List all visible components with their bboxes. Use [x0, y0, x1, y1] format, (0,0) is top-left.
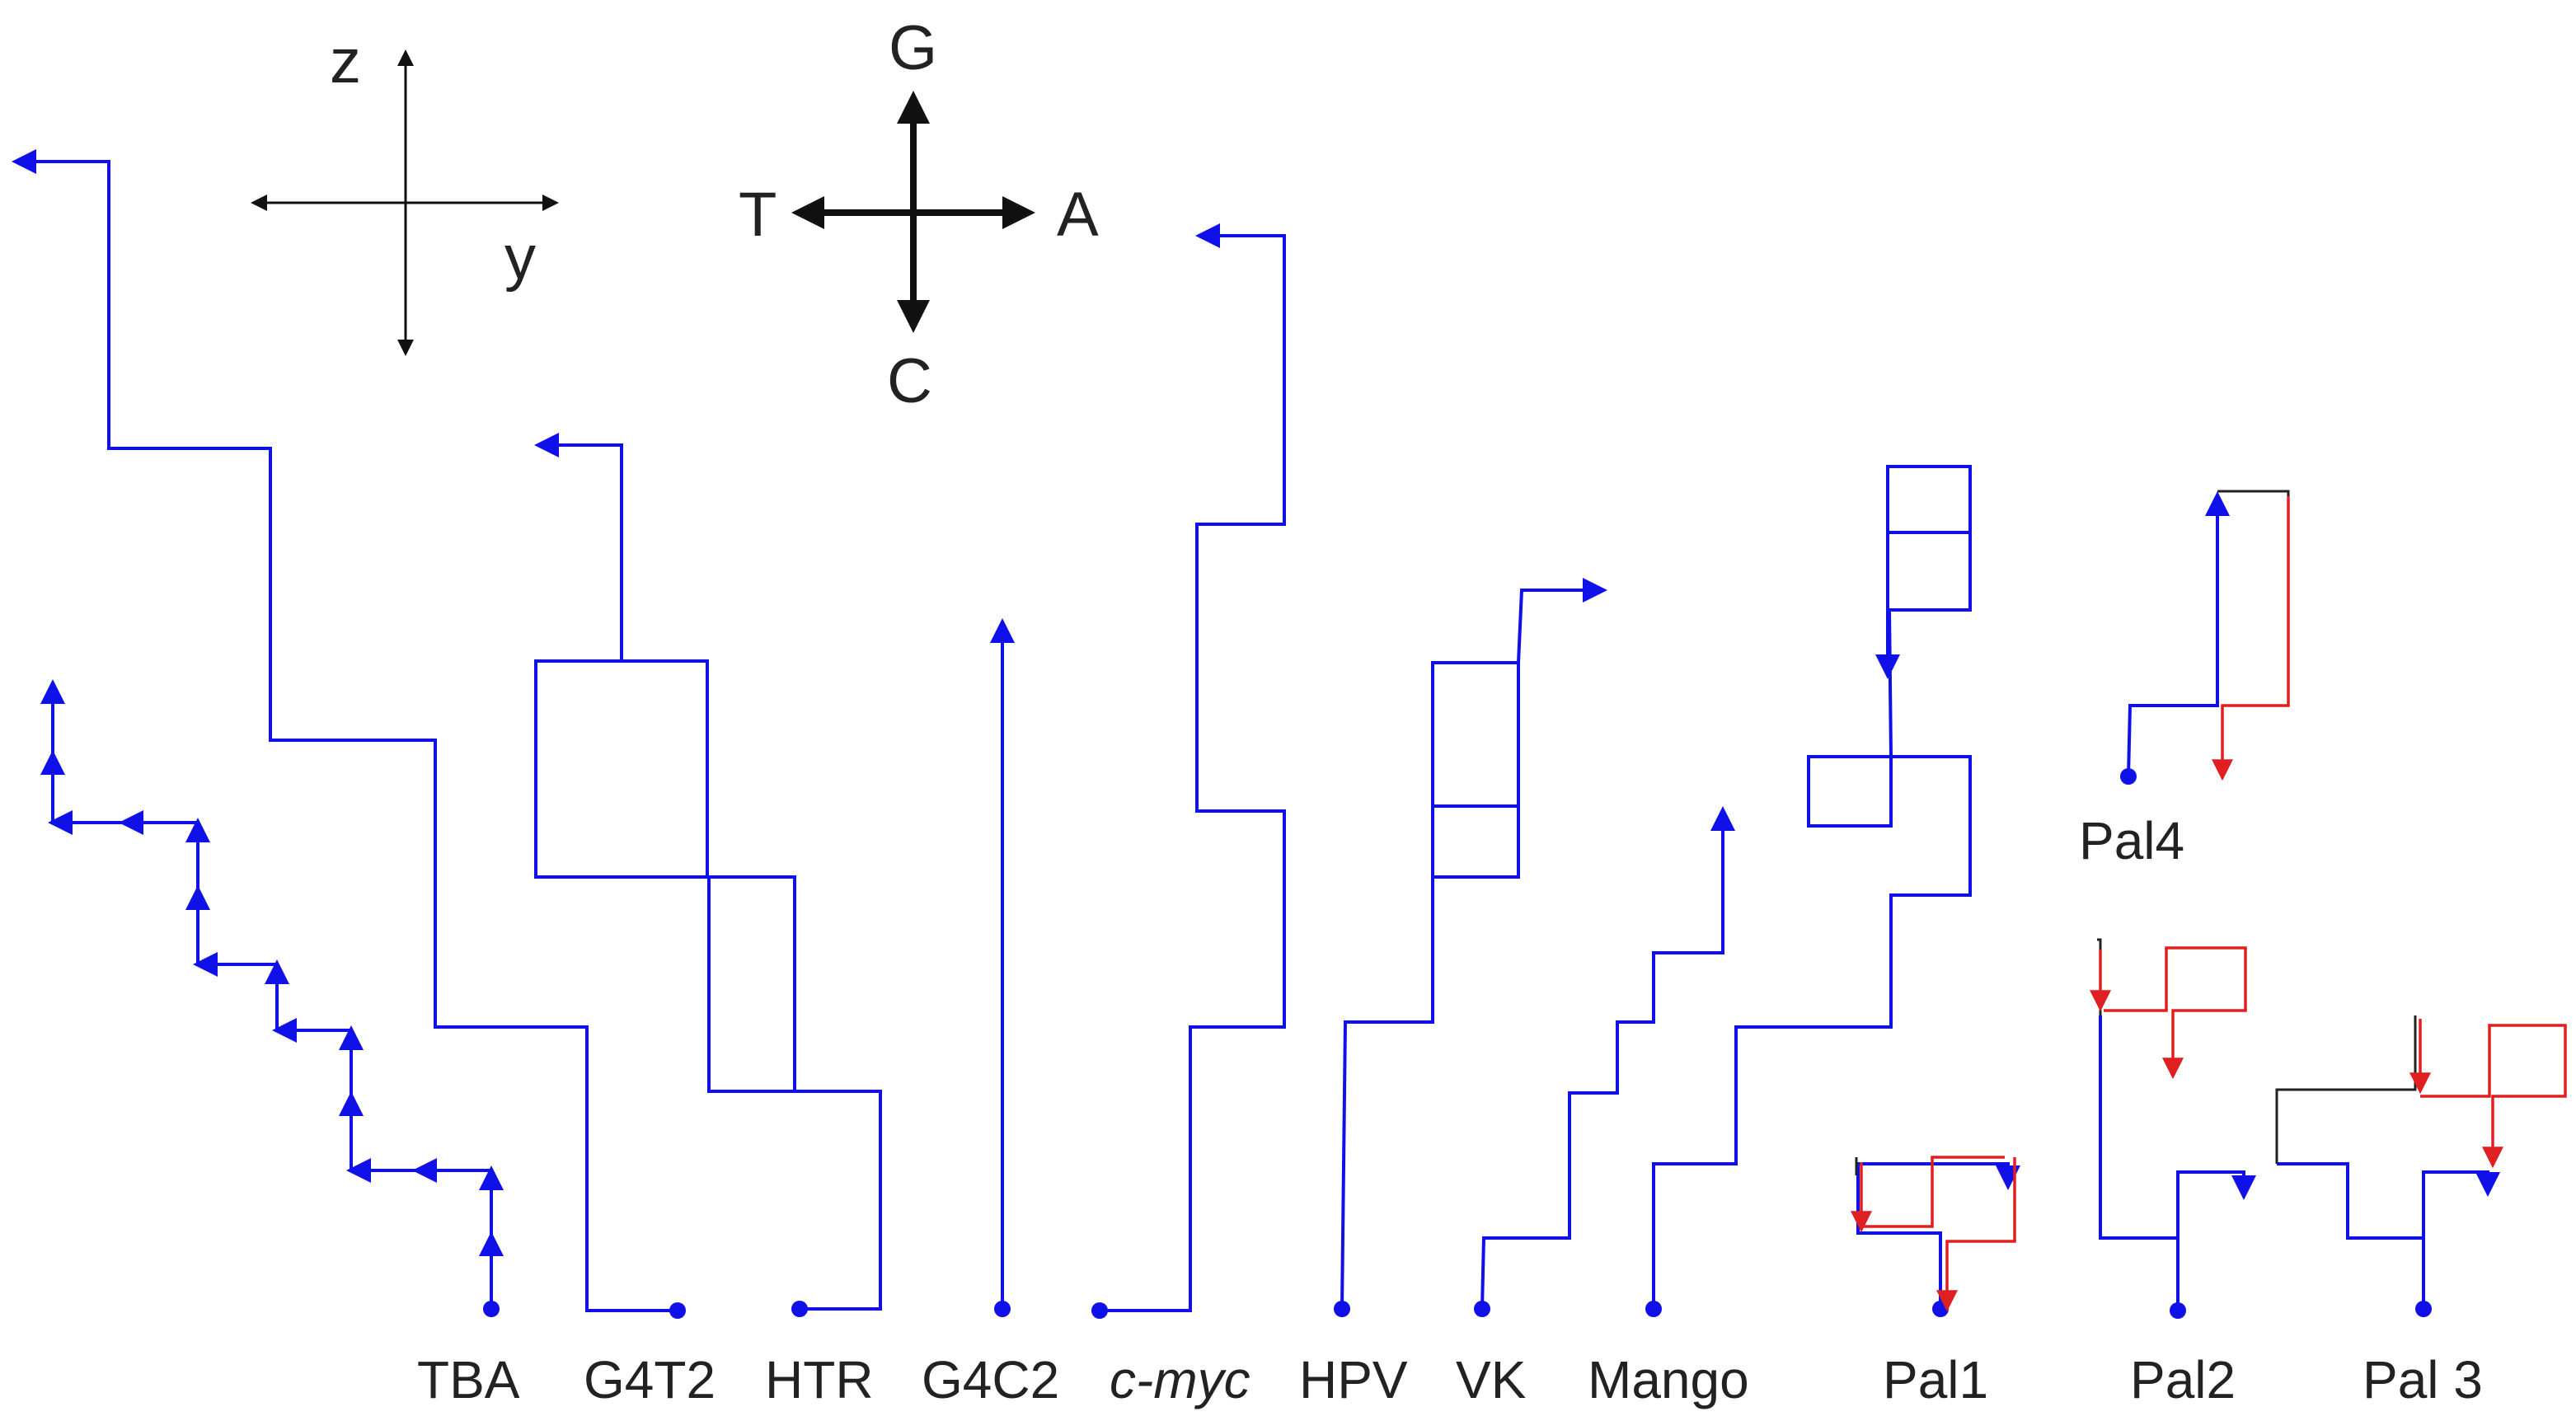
walk-mango	[1645, 465, 1972, 1317]
walk-vk	[1474, 806, 1735, 1317]
walk-pal4	[2120, 490, 2290, 785]
walk-path	[2422, 1170, 2500, 1238]
label-pal2: Pal2	[2130, 1350, 2236, 1409]
walk-path	[2277, 1162, 2425, 1309]
walk-g4c2	[990, 618, 1015, 1317]
walk-htr	[534, 433, 882, 1317]
walk-pal2	[2090, 938, 2256, 1319]
walk-path	[1480, 806, 1735, 1310]
y-axis-label: y	[504, 223, 536, 293]
walk-path-end	[534, 433, 623, 661]
nucleotide-compass: G T A C	[739, 13, 1099, 416]
walk-g4t2	[11, 149, 686, 1319]
label-pal1: Pal1	[1883, 1350, 1988, 1409]
label-hpv: HPV	[1299, 1350, 1408, 1409]
walk-cmyc	[1091, 223, 1286, 1319]
walk-pal3	[2275, 1015, 2567, 1317]
walk-path	[1100, 223, 1286, 1312]
walk-path	[1652, 465, 1972, 1309]
walk-path	[2127, 491, 2230, 777]
compass-label-g: G	[889, 13, 937, 83]
walk-path	[2176, 1170, 2256, 1238]
label-htr: HTR	[765, 1350, 874, 1409]
walk-path	[2099, 1015, 2180, 1311]
walk-path	[51, 684, 493, 1309]
label-g4c2: G4C2	[922, 1350, 1059, 1409]
label-g4t2: G4T2	[584, 1350, 716, 1409]
compass-label-c: C	[887, 346, 932, 416]
walk-path	[1856, 1162, 2020, 1309]
label-vk: VK	[1456, 1350, 1526, 1409]
label-pal3: Pal 3	[2363, 1350, 2483, 1409]
alt-strand-path	[2104, 946, 2247, 1080]
alt-strand-path	[1936, 1157, 2016, 1312]
walk-tba	[40, 679, 504, 1317]
walk-hpv	[1334, 578, 1607, 1317]
label-pal4: Pal4	[2079, 811, 2184, 870]
sequence-labels: TBA G4T2 HTR G4C2 c-myc HPV VK Mango Pal…	[417, 811, 2483, 1409]
label-cmyc: c-myc	[1110, 1350, 1250, 1409]
walk-path	[1340, 578, 1607, 1310]
alt-strand-path	[2212, 496, 2290, 781]
walk-path	[534, 659, 882, 1311]
connector-path	[2217, 490, 2290, 503]
zy-axes-legend: z y	[251, 26, 559, 356]
alt-strand-path	[2420, 1024, 2567, 1169]
walk-pal1	[1851, 1156, 2020, 1317]
label-mango: Mango	[1588, 1350, 1749, 1409]
connector-path	[2275, 1015, 2417, 1164]
z-axis-label: z	[330, 26, 361, 96]
compass-label-t: T	[739, 180, 777, 250]
alt-strand-path	[1860, 1156, 2005, 1228]
walk-path	[11, 149, 678, 1312]
label-tba: TBA	[417, 1350, 520, 1409]
compass-label-a: A	[1057, 180, 1099, 250]
